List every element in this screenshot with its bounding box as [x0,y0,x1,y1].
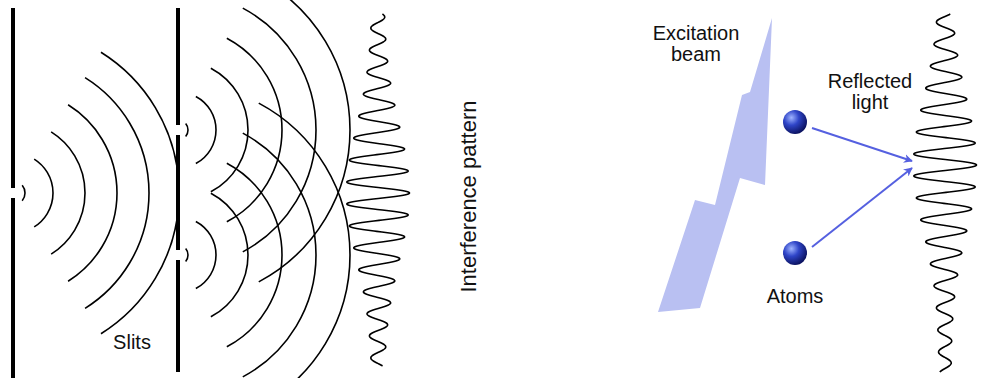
barrier [11,198,15,378]
atom [783,110,807,134]
atom [783,241,807,265]
barrier [176,135,180,250]
wavefront [211,193,248,317]
figure-label: Slits [113,332,151,353]
wavefront [227,163,282,347]
wavefront [186,249,188,262]
wavefront [186,124,188,137]
slit-barriers [13,8,178,378]
figure-label: Excitation beam [640,23,752,65]
wavefront [51,132,85,254]
barrier [176,8,180,125]
interference-patterns [347,14,977,372]
barrier [176,260,180,372]
wavefront [22,185,25,200]
wavefront [259,0,350,282]
axis-label: Interference pattern [457,101,480,293]
figure-label: Atoms [767,286,824,307]
barrier [11,8,15,188]
wavefront [68,105,117,281]
figure-label: Reflected light [820,71,920,113]
wavefront [259,103,350,378]
wavefronts [22,0,350,378]
wavefront [101,52,176,334]
wavefront [34,159,53,227]
wavefront [196,221,216,288]
wavefront [85,78,149,309]
interference-pattern [347,14,410,366]
interference-pattern [914,14,977,372]
reflected-ray [812,128,912,161]
wavefront [196,96,216,163]
reflected-ray [812,168,912,247]
wavefront [227,38,282,222]
wavefront [243,8,316,252]
wavefront [243,133,316,377]
